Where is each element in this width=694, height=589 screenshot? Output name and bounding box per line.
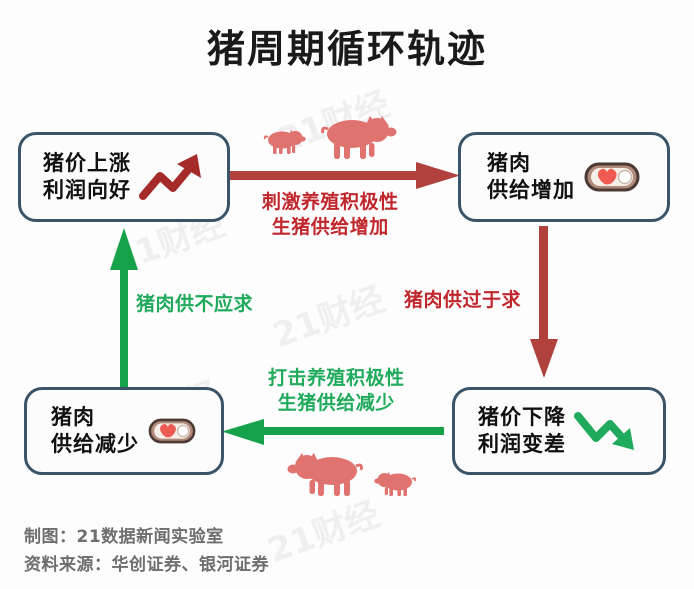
edge-label-bottom: 打击养殖积极性 生猪供给减少 [268,367,405,414]
trend-up-icon [139,152,205,202]
arrow-right-down-red [528,226,560,378]
node-price-up[interactable]: 猪价上涨 利润向好 [18,132,230,222]
arrow-bottom-left-green [222,418,444,446]
pig-small-icon [262,126,308,156]
watermark: 21财经 [267,279,390,357]
node-price-up-label: 猪价上涨 利润向好 [43,151,131,202]
page-title: 猪周期循环轨迹 [206,27,487,71]
node-price-down-label: 猪价下降 利润变差 [478,405,566,456]
arrow-top-right-red [228,160,460,190]
node-supply-increase-label: 猪肉 供给增加 [487,151,575,202]
node-price-down[interactable]: 猪价下降 利润变差 [452,387,666,475]
pork-meat-icon [147,414,197,448]
node-supply-decrease-label: 猪肉 供给减少 [51,405,139,456]
trend-down-icon [574,408,640,454]
pig-large-icon [282,450,366,498]
watermark: 21财经 [262,494,385,572]
pork-meat-icon [583,157,641,197]
footer-source: 资料来源：华创证券、银河证券 [24,555,269,575]
footer-credit: 制图：21数据新闻实验室 [24,527,224,547]
node-supply-increase[interactable]: 猪肉 供给增加 [458,132,670,222]
edge-label-left: 猪肉供不应求 [136,293,254,315]
pig-small-icon [372,468,418,498]
edge-label-top: 刺激养殖积极性 生猪供给增加 [262,191,399,238]
pig-large-icon [318,113,402,161]
edge-label-right: 猪肉供过于求 [404,289,522,311]
node-supply-decrease[interactable]: 猪肉 供给减少 [24,387,224,475]
arrow-left-up-green [108,228,140,388]
